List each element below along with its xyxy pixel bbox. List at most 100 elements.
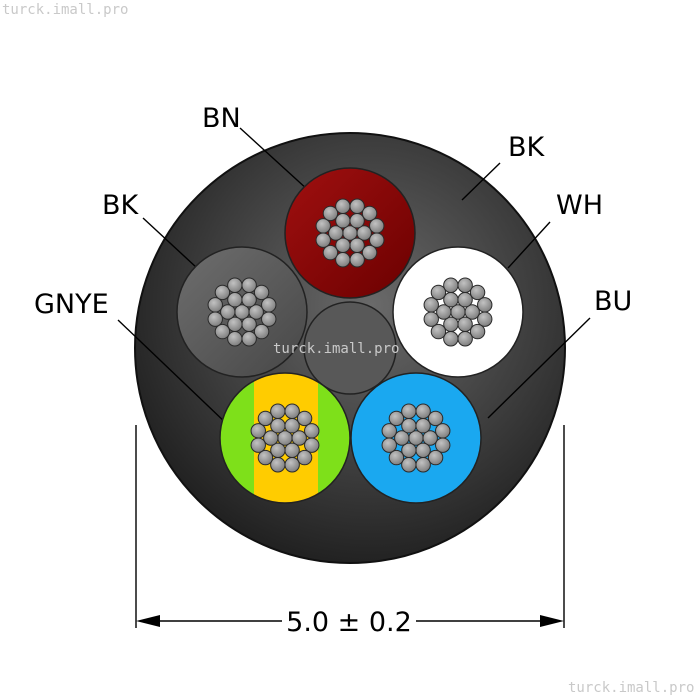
core-black-strands [207, 277, 277, 347]
label-bn: BN [202, 103, 241, 134]
conductor-strand [369, 218, 385, 234]
conductor-strand [296, 449, 313, 466]
conductor-strand [284, 457, 300, 473]
conductor-strand [427, 410, 444, 427]
conductor-strand [315, 232, 331, 248]
conductor-strand [423, 311, 439, 327]
watermark-bottom-right: turck.imall.pro [568, 680, 695, 696]
conductor-strand [401, 403, 417, 419]
conductor-strand [457, 292, 473, 308]
dimension-text: 5.0 ± 0.2 [286, 607, 412, 638]
conductor-strand [430, 284, 447, 301]
core-white-strands [423, 277, 493, 347]
label-bk-left: BK [102, 190, 140, 221]
conductor-strand [361, 244, 378, 261]
conductor-strand [270, 457, 286, 473]
conductor-strand [328, 225, 344, 241]
conductor-strand [241, 331, 257, 347]
conductor-strand [261, 297, 277, 313]
conductor-strand [430, 323, 447, 340]
conductor-strand [464, 304, 480, 320]
conductor-strand [263, 430, 279, 446]
conductor-strand [415, 457, 431, 473]
conductor-strand [227, 292, 243, 308]
conductor-strand [284, 403, 300, 419]
conductor-strand [349, 252, 365, 268]
conductor-strand [304, 423, 320, 439]
conductor-strand [253, 323, 270, 340]
conductor-strand [207, 297, 223, 313]
label-bk-top: BK [508, 132, 546, 163]
conductor-strand [253, 284, 270, 301]
conductor-strand [356, 225, 372, 241]
conductor-strand [401, 457, 417, 473]
conductor-strand [207, 311, 223, 327]
conductor-strand [469, 323, 486, 340]
conductor-strand [422, 430, 438, 446]
conductor-strand [227, 277, 243, 293]
conductor-strand [381, 437, 397, 453]
conductor-strand [435, 423, 451, 439]
conductor-strand [241, 292, 257, 308]
dimension-arrows [136, 615, 564, 627]
conductor-strand [423, 297, 439, 313]
conductor-strand [401, 418, 417, 434]
conductor-strand [388, 449, 405, 466]
conductor-strand [214, 323, 231, 340]
conductor-strand [381, 423, 397, 439]
conductor-strand [349, 198, 365, 214]
conductor-strand [388, 410, 405, 427]
conductor-strand [457, 277, 473, 293]
conductor-strand [443, 292, 459, 308]
label-bu: BU [594, 286, 632, 317]
conductor-strand [291, 430, 307, 446]
conductor-strand [427, 449, 444, 466]
conductor-strand [270, 403, 286, 419]
conductor-strand [296, 410, 313, 427]
center-filler [303, 301, 397, 395]
conductor-strand [415, 442, 431, 458]
conductor-strand [241, 316, 257, 332]
conductor-strand [443, 331, 459, 347]
conductor-strand [335, 213, 351, 229]
conductor-strand [415, 418, 431, 434]
conductor-strand [270, 418, 286, 434]
conductor-strand [227, 331, 243, 347]
conductor-strand [322, 244, 339, 261]
conductor-strand [457, 331, 473, 347]
conductor-strand [322, 205, 339, 222]
conductor-strand [241, 277, 257, 293]
conductor-strand [349, 213, 365, 229]
conductor-strand [315, 218, 331, 234]
label-gnye: GNYE [34, 289, 109, 320]
dimension-lines [135, 425, 565, 628]
conductor-strand [436, 304, 452, 320]
conductor-strand [457, 316, 473, 332]
conductor-strand [394, 430, 410, 446]
core-brown-strands [315, 198, 385, 268]
conductor-strand [477, 297, 493, 313]
conductor-strand [257, 410, 274, 427]
conductor-strand [250, 423, 266, 439]
conductor-strand [248, 304, 264, 320]
label-wh: WH [556, 190, 603, 221]
conductor-strand [469, 284, 486, 301]
conductor-strand [220, 304, 236, 320]
watermark-top-left: turck.imall.pro [2, 2, 129, 18]
conductor-strand [257, 449, 274, 466]
conductor-strand [214, 284, 231, 301]
conductor-strand [284, 442, 300, 458]
conductor-strand [335, 198, 351, 214]
conductor-strand [250, 437, 266, 453]
leader-lines [117, 127, 591, 426]
conductor-strand [349, 237, 365, 253]
conductor-strand [284, 418, 300, 434]
conductor-strand [415, 403, 431, 419]
conductor-strand [443, 277, 459, 293]
watermark-center: turck.imall.pro [273, 341, 400, 357]
conductor-strand [335, 252, 351, 268]
core-green-yellow-strands [250, 403, 320, 473]
conductor-strand [361, 205, 378, 222]
